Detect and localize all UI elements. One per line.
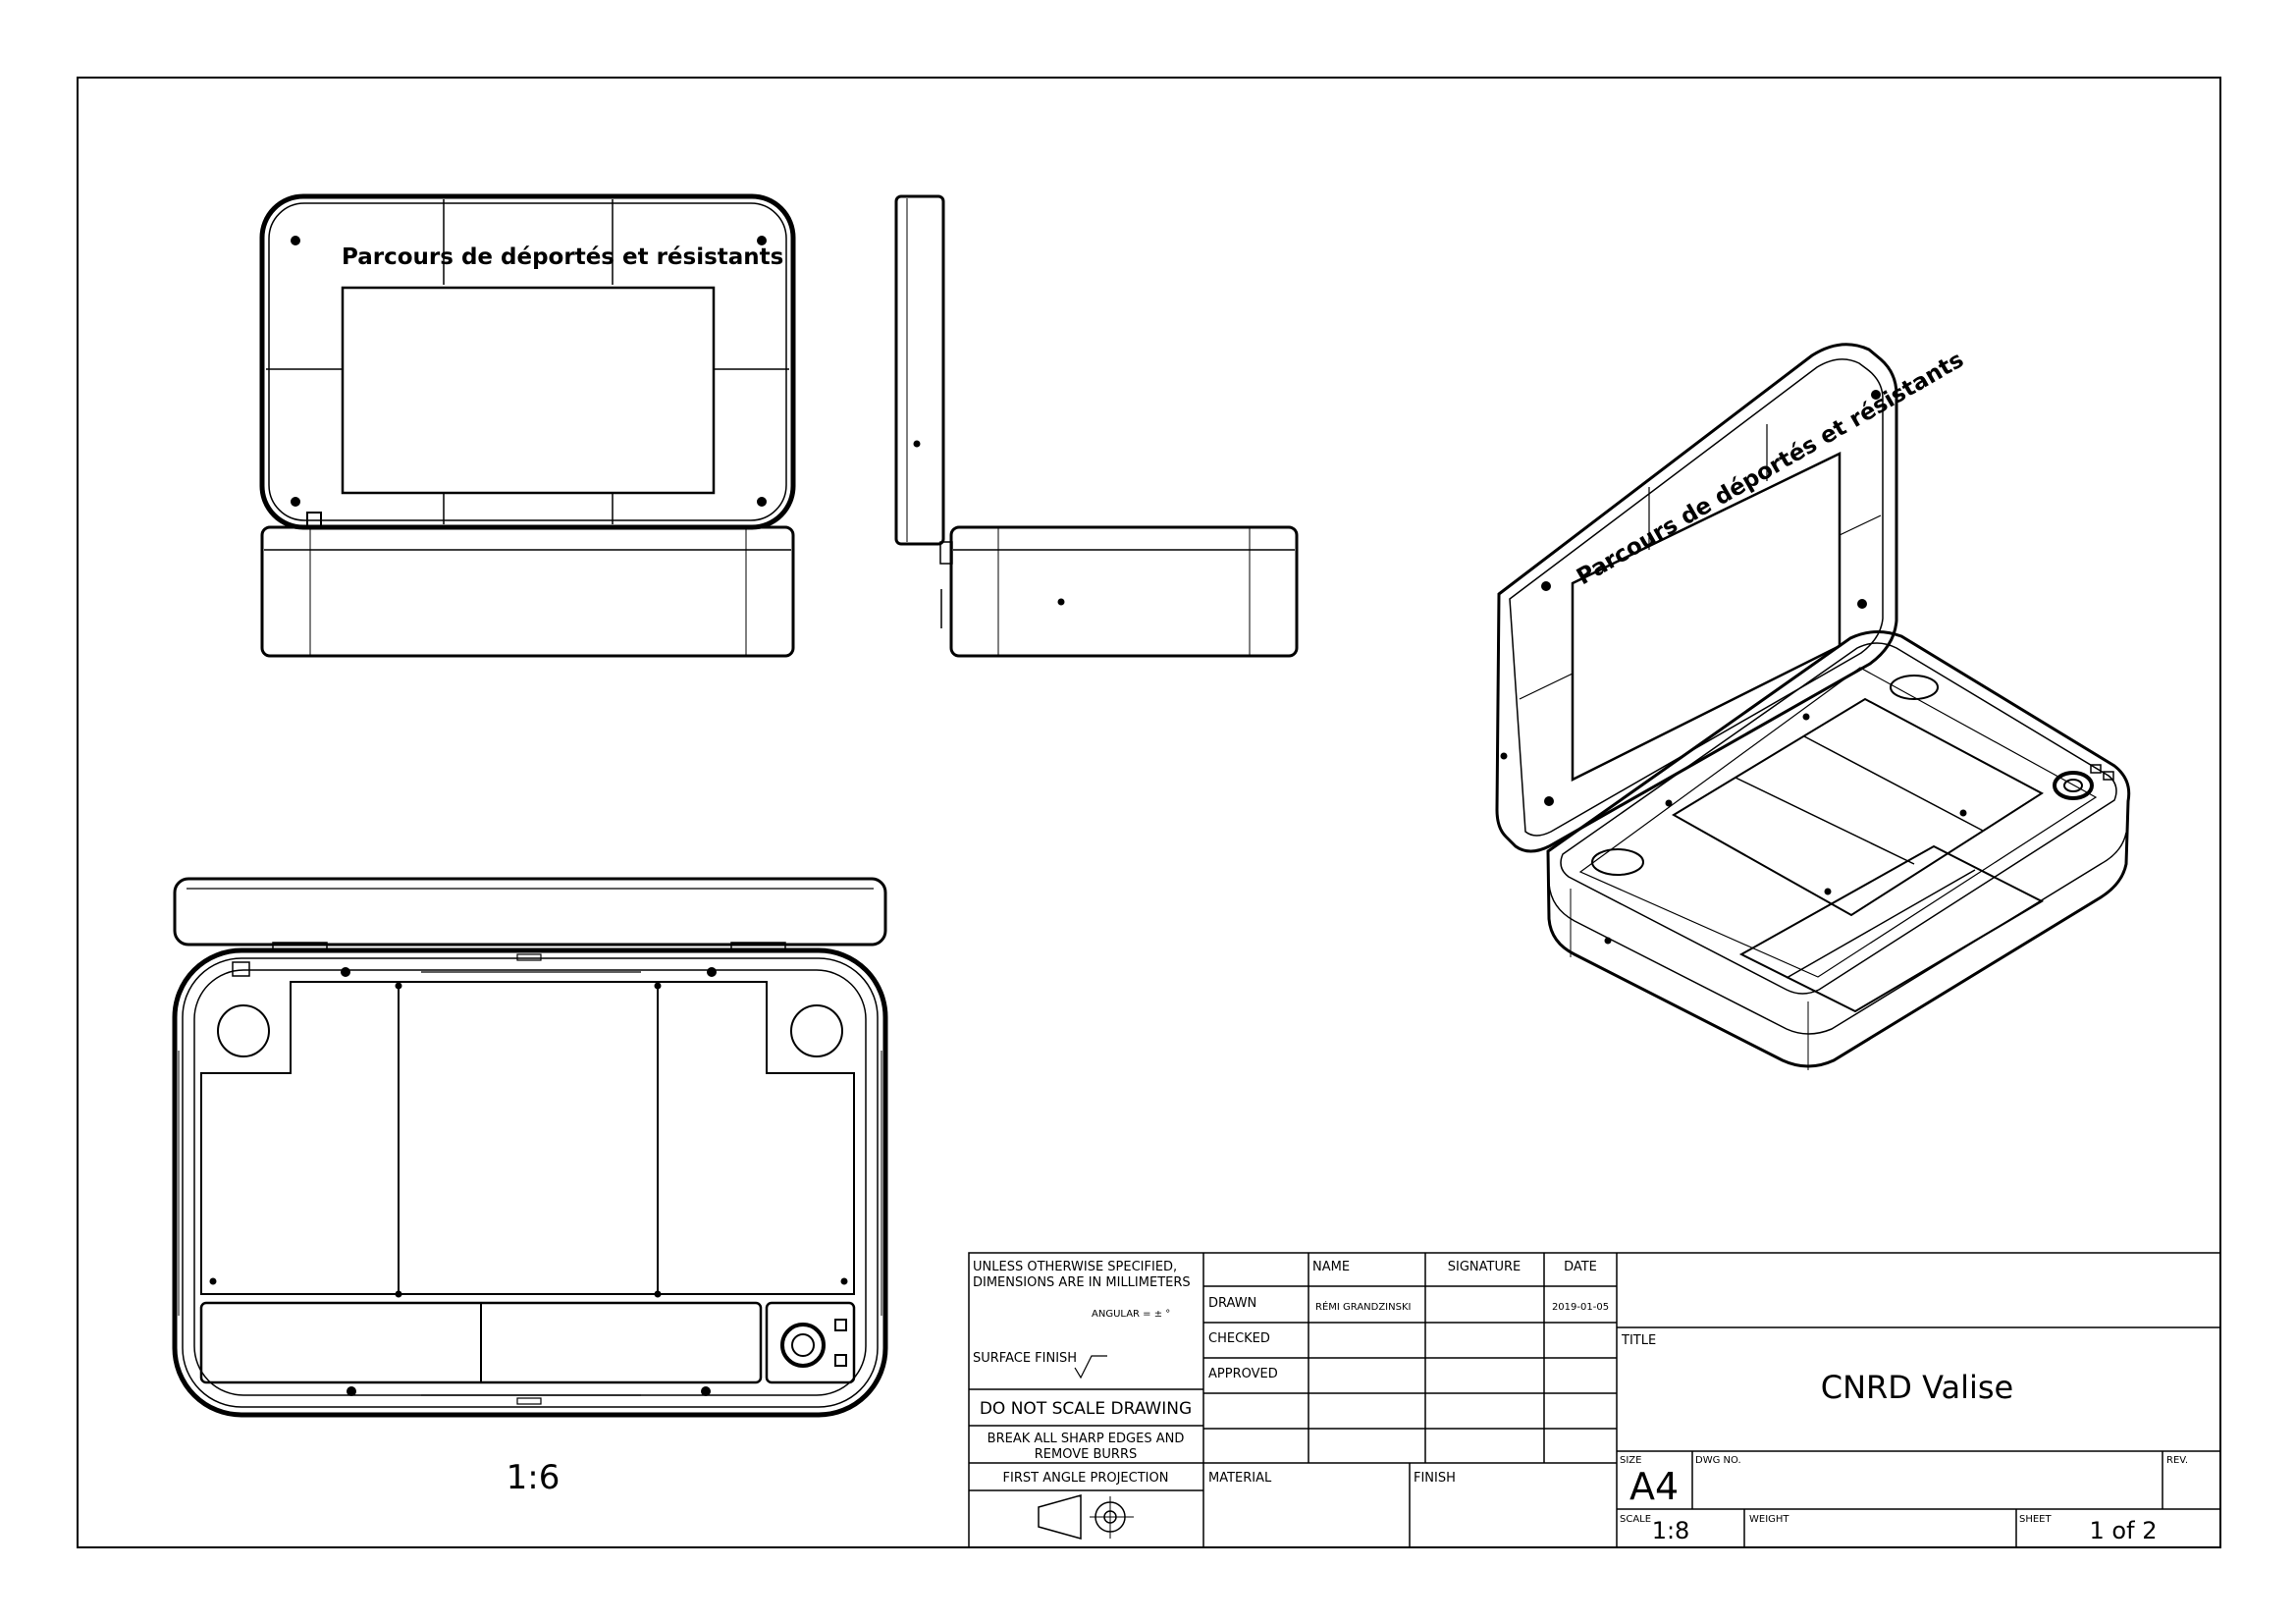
view-scale-label: 1:6 <box>507 1458 561 1497</box>
material-label: MATERIAL <box>1208 1471 1272 1486</box>
notes-surface-finish: SURFACE FINISH <box>973 1351 1077 1366</box>
isometric-view <box>1495 343 2131 1070</box>
title-label: TITLE <box>1621 1333 1656 1348</box>
top-view <box>172 877 888 1418</box>
title-block-text: UNLESS OTHERWISE SPECIFIED, DIMENSIONS A… <box>973 1260 2188 1544</box>
drawing-title: CNRD Valise <box>1821 1369 2013 1406</box>
sheet-number: 1 of 2 <box>2090 1517 2158 1544</box>
header-signature: SIGNATURE <box>1448 1260 1521 1274</box>
rev-label: REV. <box>2166 1455 2188 1466</box>
lid-inscription-iso: Parcours de déportés et résistants <box>1573 347 1968 590</box>
row-drawn-date: 2019-01-05 <box>1552 1302 1609 1313</box>
sheet-size: A4 <box>1629 1465 1679 1508</box>
notes-projection: FIRST ANGLE PROJECTION <box>1003 1471 1169 1486</box>
row-approved-label: APPROVED <box>1208 1367 1278 1381</box>
front-view <box>259 193 796 658</box>
sheet-label: SHEET <box>2019 1514 2053 1525</box>
notes-do-not-scale: DO NOT SCALE DRAWING <box>980 1399 1192 1419</box>
scale-label: SCALE <box>1620 1514 1651 1525</box>
notes-edges-line2: REMOVE BURRS <box>1035 1447 1137 1462</box>
notes-edges-line1: BREAK ALL SHARP EDGES AND <box>988 1432 1185 1446</box>
title-block-lines <box>968 1252 2221 1548</box>
drawing-scale: 1:8 <box>1652 1517 1690 1544</box>
notes-line2: DIMENSIONS ARE IN MILLIMETERS <box>973 1275 1191 1290</box>
row-checked-label: CHECKED <box>1208 1331 1270 1346</box>
side-view <box>894 194 1299 658</box>
header-name: NAME <box>1312 1260 1350 1274</box>
size-label: SIZE <box>1620 1455 1641 1466</box>
dwg-no-label: DWG NO. <box>1695 1455 1741 1466</box>
row-drawn-name: RÉMI GRANDZINSKI <box>1315 1300 1411 1313</box>
row-drawn-label: DRAWN <box>1208 1296 1256 1311</box>
notes-angular: ANGULAR = ± ° <box>1092 1309 1170 1320</box>
lid-inscription-front: Parcours de déportés et résistants <box>342 244 783 270</box>
header-date: DATE <box>1564 1260 1597 1274</box>
notes-line1: UNLESS OTHERWISE SPECIFIED, <box>973 1260 1177 1274</box>
finish-label: FINISH <box>1414 1471 1456 1486</box>
weight-label: WEIGHT <box>1749 1514 1789 1525</box>
